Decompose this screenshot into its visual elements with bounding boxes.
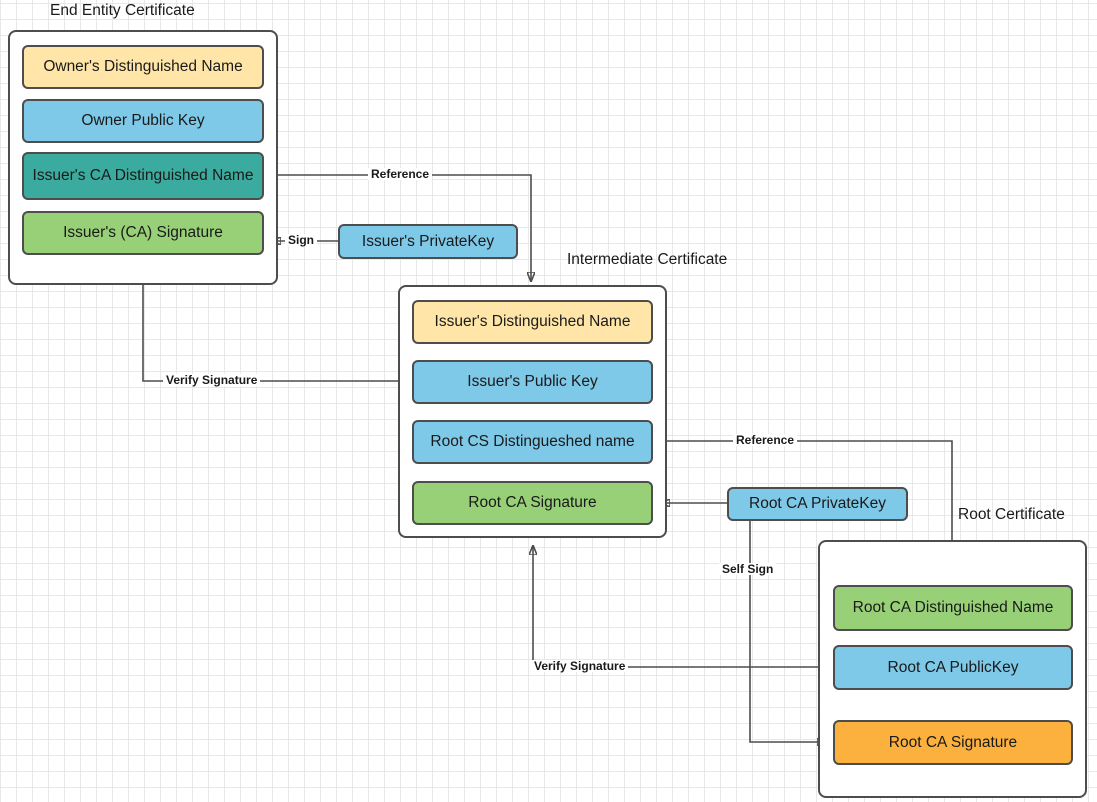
field-root-ca-publickey[interactable]: Root CA PublicKey bbox=[833, 645, 1073, 690]
group-title-root: Root Certificate bbox=[958, 506, 1065, 523]
group-title-intermediate: Intermediate Certificate bbox=[567, 251, 728, 268]
key-issuer-privatekey[interactable]: Issuer's PrivateKey bbox=[338, 224, 518, 259]
field-root-ca-distinguished-name[interactable]: Root CA Distinguished Name bbox=[833, 585, 1073, 631]
edge-label-reference-top: Reference bbox=[368, 168, 433, 180]
field-owner-distinguished-name[interactable]: Owner's Distinguished Name bbox=[22, 45, 264, 89]
edge-label-reference-bottom: Reference bbox=[733, 434, 798, 446]
field-root-ca-signature[interactable]: Root CA Signature bbox=[833, 720, 1073, 765]
field-issuer-distinguished-name[interactable]: Issuer's Distinguished Name bbox=[412, 300, 653, 344]
edge-label-sign: Sign bbox=[285, 234, 317, 246]
field-intermediate-root-ca-signature[interactable]: Root CA Signature bbox=[412, 481, 653, 525]
field-issuer-ca-distinguished-name[interactable]: Issuer's CA Distinguished Name bbox=[22, 152, 264, 200]
field-issuer-ca-signature[interactable]: Issuer's (CA) Signature bbox=[22, 211, 264, 255]
edge-label-verify-bottom: Verify Signature bbox=[531, 660, 629, 672]
group-title-end-entity: End Entity Certificate bbox=[50, 2, 195, 19]
edge-label-self-sign: Self Sign bbox=[719, 563, 777, 575]
edge-label-verify-top: Verify Signature bbox=[163, 374, 261, 386]
key-rootca-privatekey[interactable]: Root CA PrivateKey bbox=[727, 487, 908, 521]
edge-verify-bottom bbox=[533, 546, 833, 668]
edge-self-sign bbox=[749, 521, 826, 742]
field-owner-public-key[interactable]: Owner Public Key bbox=[22, 99, 264, 143]
field-issuer-public-key[interactable]: Issuer's Public Key bbox=[412, 360, 653, 404]
field-root-cs-distingueshed-name[interactable]: Root CS Distingueshed name bbox=[412, 420, 653, 464]
